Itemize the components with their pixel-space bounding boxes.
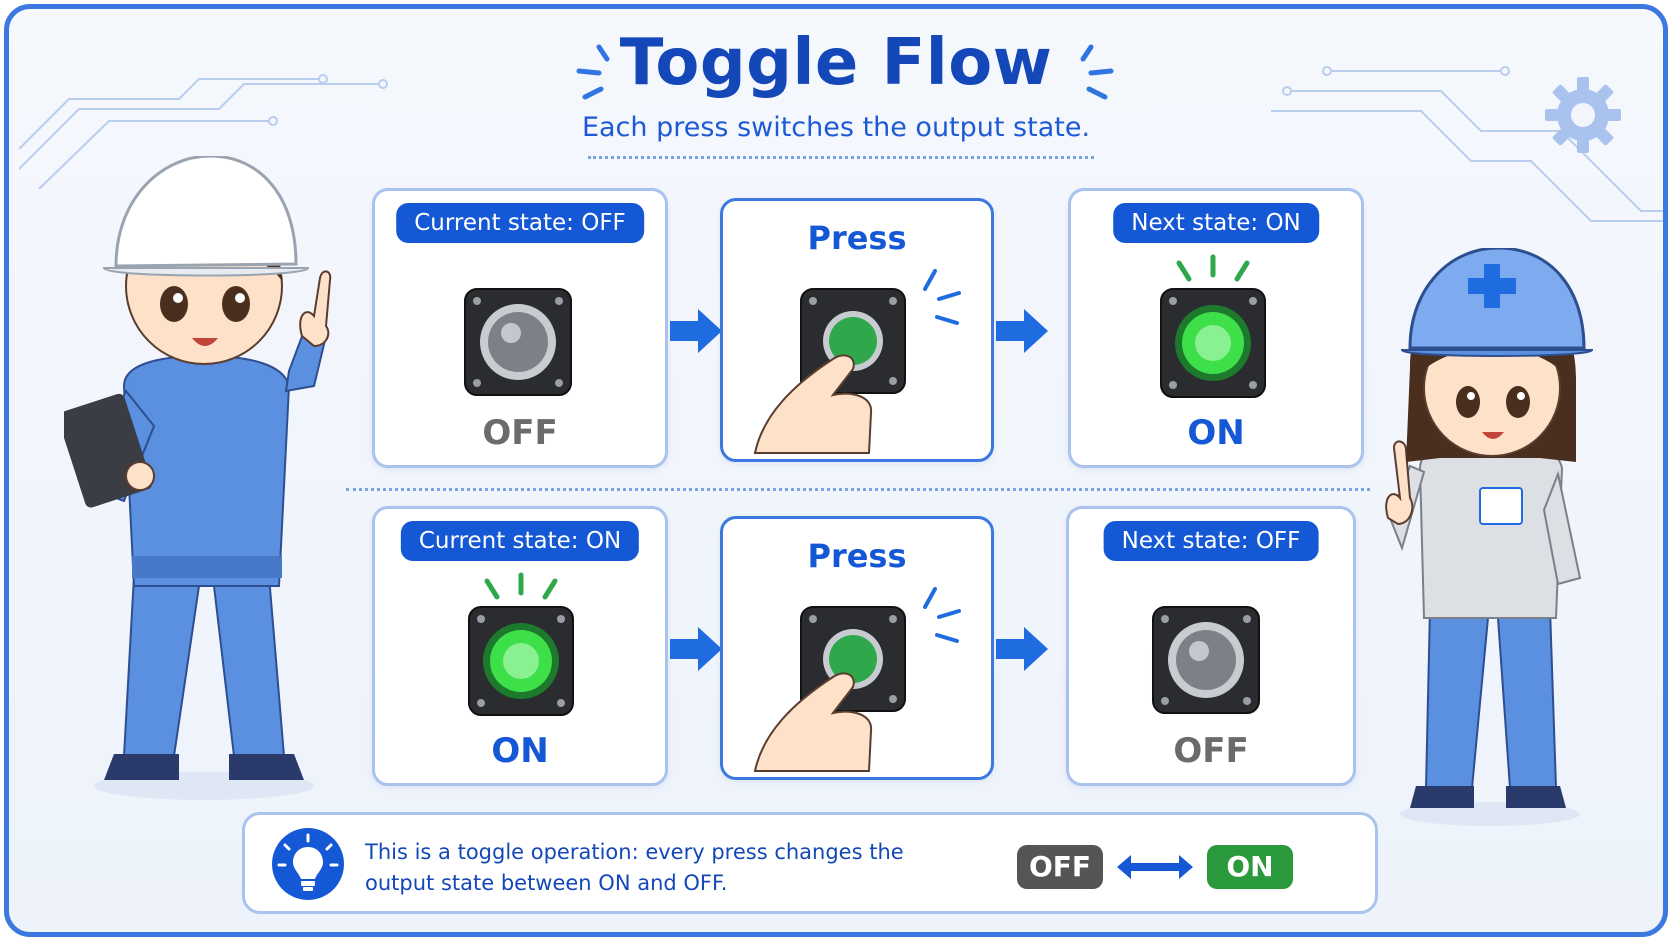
gear-icon <box>1545 77 1621 153</box>
page-title: Toggle Flow <box>619 26 1053 100</box>
subtitle-divider <box>588 156 1094 159</box>
push-button-off-icon <box>1152 606 1260 714</box>
flow-arrow-icon <box>996 627 1048 671</box>
row2-current-card: Current state: ON ON <box>372 506 668 786</box>
row2-press-label: Press <box>807 537 907 575</box>
row2-next-card: Next state: OFF OFF <box>1066 506 1356 786</box>
row1-current-card: Current state: OFF OFF <box>372 188 668 468</box>
page-subtitle: Each press switches the output state. <box>581 112 1091 143</box>
flow-arrow-icon <box>670 627 722 671</box>
title-sparkle-right <box>1080 44 1114 100</box>
row1-press-card: Press <box>720 198 994 462</box>
worker-female-illustration <box>1385 248 1594 826</box>
row2-next-state: OFF <box>1173 731 1249 771</box>
flow-arrow-icon <box>996 309 1048 353</box>
lightbulb-icon <box>272 828 344 900</box>
row1-next-card: Next state: ON ON <box>1068 188 1364 468</box>
push-button-on-icon <box>468 572 574 716</box>
circuit-decoration-left <box>19 74 388 189</box>
row2-current-state: ON <box>491 731 549 771</box>
info-note: This is a toggle operation: every press … <box>242 812 1378 914</box>
double-arrow-icon <box>1117 855 1193 879</box>
push-button-off-icon <box>464 288 572 396</box>
row1-current-state: OFF <box>482 413 558 453</box>
finger-press-icon <box>753 587 961 772</box>
finger-press-icon <box>753 269 961 454</box>
row-divider <box>346 488 1370 491</box>
row2-press-card: Press <box>720 516 994 780</box>
row2-next-pill: Next state: OFF <box>1103 521 1319 561</box>
title-sparkle-left <box>576 44 610 100</box>
row1-next-state: ON <box>1187 413 1245 453</box>
worker-male-illustration <box>64 156 332 800</box>
row1-next-pill: Next state: ON <box>1113 203 1319 243</box>
on-badge: ON <box>1207 845 1293 889</box>
row1-press-label: Press <box>807 219 907 257</box>
row2-current-pill: Current state: ON <box>400 521 640 561</box>
off-badge: OFF <box>1017 845 1103 889</box>
note-text: This is a toggle operation: every press … <box>365 840 904 895</box>
row1-current-pill: Current state: OFF <box>396 203 644 243</box>
flow-arrow-icon <box>670 309 722 353</box>
circuit-decoration-right <box>1271 66 1663 222</box>
push-button-on-icon <box>1160 254 1266 398</box>
